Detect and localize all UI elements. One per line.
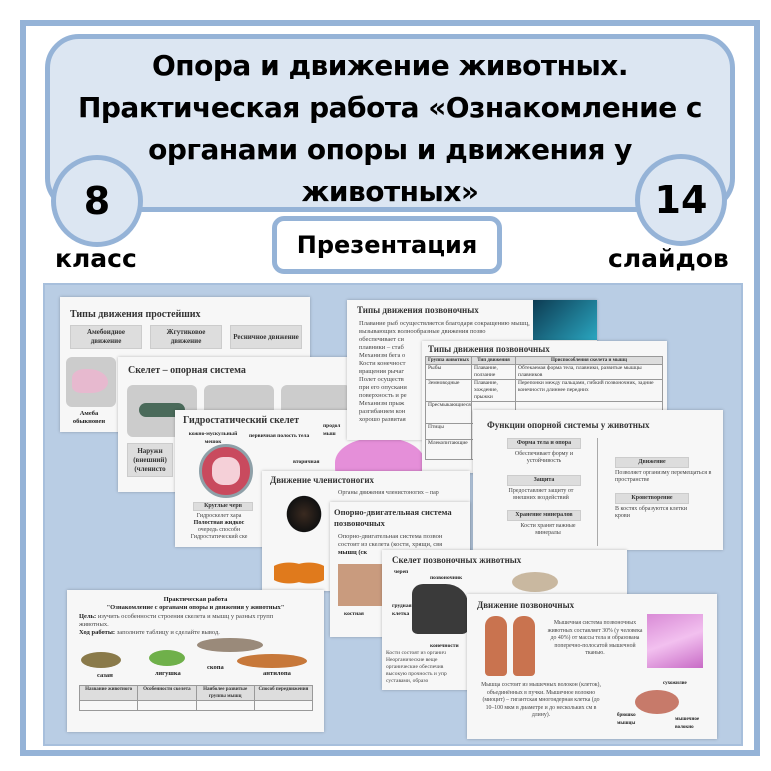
- title-line: органами опоры и движения у: [148, 133, 632, 166]
- goal: Цель: изучить особенности строения скеле…: [79, 613, 274, 628]
- slide-title: Опорно-двигательная система позвоночных: [334, 507, 452, 528]
- slide-title: Гидростатический скелет: [183, 415, 300, 426]
- label: кожно-мускульный мешок: [188, 431, 238, 445]
- slide-title: Функции опорной системы у животных: [487, 420, 650, 430]
- bone-tissue-image: [338, 564, 382, 606]
- slides-count-badge: 14: [635, 154, 727, 246]
- box: Амебоидное движение: [70, 325, 142, 349]
- slide-title: Практическая работа: [163, 596, 228, 603]
- amoeba-image: [66, 357, 116, 407]
- animal-label: антилопа: [263, 670, 291, 677]
- text: Мышечная система позвоночных животных со…: [547, 620, 643, 656]
- title-line: животных»: [301, 175, 479, 208]
- slide-title: Скелет – опорная система: [128, 365, 246, 376]
- animal-label: сазан: [97, 672, 113, 679]
- fish-image: [533, 300, 597, 340]
- dog-skeleton-image: [412, 584, 468, 634]
- function-desc: Обеспечивает форму и устойчивость: [514, 451, 574, 464]
- slide-title: Скелет позвоночных животных: [392, 555, 522, 565]
- box: Ресничное движение: [230, 325, 302, 349]
- title-box: Опора и движение животных. Практическая …: [45, 34, 735, 212]
- human-muscles-back-image: [513, 616, 535, 676]
- slide-title: Типы движения позвоночных: [357, 305, 479, 315]
- label: вторичная: [293, 459, 320, 465]
- worm-cross-section-image: [199, 444, 253, 498]
- animal-label: лягушка: [155, 670, 181, 677]
- function-desc: Позволяет организму перемещаться в прост…: [615, 470, 712, 483]
- slides-collage: Типы движения простейших Амебоидное движ…: [43, 283, 743, 746]
- muscle-diagram-image: [635, 690, 679, 714]
- text: Мышца состоит из мышечных волокон (клето…: [481, 682, 601, 718]
- slide-title: Движение членистоногих: [270, 475, 375, 485]
- slide-subtitle: "Ознакомление с органами опоры и движени…: [106, 604, 285, 611]
- carp-image: [81, 652, 121, 668]
- frog-image: [149, 650, 185, 666]
- slide-support-functions: Функции опорной системы у животных Форма…: [473, 410, 723, 550]
- osprey-image: [197, 638, 263, 652]
- function-item: Защита: [507, 475, 581, 486]
- label: первичная полость тела: [249, 433, 310, 439]
- caption: Наружн (внешний) (членисто: [127, 443, 173, 477]
- label: сухожилие: [663, 681, 687, 686]
- task: Ход работы: заполните таблицу и сделайте…: [79, 629, 220, 636]
- spider-image: [284, 493, 324, 535]
- function-desc: Предоставляет защиту от внешних воздейст…: [508, 488, 574, 501]
- butterfly-image: [274, 555, 324, 591]
- slides-label: слайдов: [608, 244, 729, 273]
- function-desc: Кости хранят важные минералы: [520, 523, 576, 536]
- title-line: Практическая работа «Ознакомление с: [77, 91, 703, 124]
- fish-skeleton-image: [512, 572, 558, 592]
- function-item: Хранение минералов: [507, 510, 581, 521]
- presentation-label: Презентация: [272, 216, 502, 274]
- caption: Круглые черв: [193, 502, 253, 511]
- function-desc: В костях образуются клетки крови: [615, 506, 688, 519]
- caption: Амеба обыкновен: [72, 410, 106, 425]
- slide-title: Движение позвоночных: [477, 600, 575, 610]
- grade-badge: 8: [51, 155, 143, 247]
- label: брюшко мышцы: [617, 713, 636, 726]
- animal-label: скопа: [207, 664, 224, 671]
- slide-vertebrate-movement-muscles: Движение позвоночных Мышечная система по…: [467, 594, 717, 739]
- title-line: Опора и движение животных.: [152, 49, 628, 82]
- label: позвоночник: [430, 575, 463, 581]
- label: мышечное волокно: [675, 717, 700, 730]
- antelope-image: [237, 654, 307, 668]
- text: Органы движения членистоногих – пар: [338, 490, 439, 496]
- slide-title: Типы движения позвоночных: [428, 344, 550, 354]
- box: Жгутиковое движение: [150, 325, 222, 349]
- bullet-list: Плавание рыб осуществляется благодаря со…: [359, 320, 530, 423]
- muscle-tissue-image: [647, 614, 703, 668]
- human-muscles-front-image: [485, 616, 507, 676]
- function-item: Кроветворение: [615, 493, 689, 504]
- label: конечности: [430, 643, 459, 649]
- label: череп: [394, 569, 409, 575]
- function-item: Форма тела и опора: [507, 438, 581, 449]
- slide-title: Типы движения простейших: [70, 309, 201, 320]
- label: грудная клетка: [392, 603, 412, 617]
- grade-label: класс: [55, 244, 137, 273]
- function-item: Движение: [615, 457, 689, 468]
- label: продол мыш: [323, 423, 341, 437]
- slide-practical-work: Практическая работа "Ознакомление с орга…: [67, 590, 324, 732]
- caption: костная: [344, 611, 364, 617]
